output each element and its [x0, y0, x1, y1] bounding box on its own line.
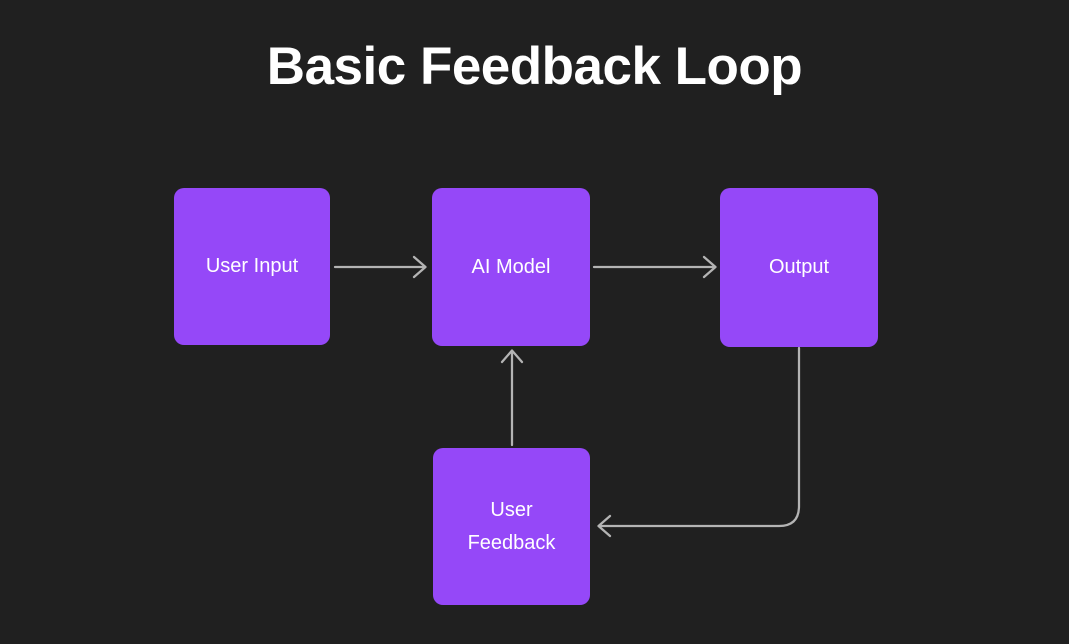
node-label: User Input: [205, 255, 299, 277]
arrow-output-to-user-feedback: [597, 346, 801, 538]
arrow-user-input-to-ai-model: [333, 255, 427, 279]
node-label: Output: [768, 256, 830, 278]
node-user-feedback: User Feedback: [433, 448, 590, 605]
node-user-input: User Input: [174, 188, 330, 345]
node-label: User Feedback: [467, 498, 556, 554]
arrow-user-feedback-to-ai-model: [500, 349, 524, 447]
node-output: Output: [720, 188, 878, 347]
node-ai-model: AI Model: [432, 188, 590, 346]
diagram-title: Basic Feedback Loop: [266, 37, 803, 96]
arrow-ai-model-to-output: [592, 255, 717, 279]
node-label: AI Model: [471, 255, 551, 278]
